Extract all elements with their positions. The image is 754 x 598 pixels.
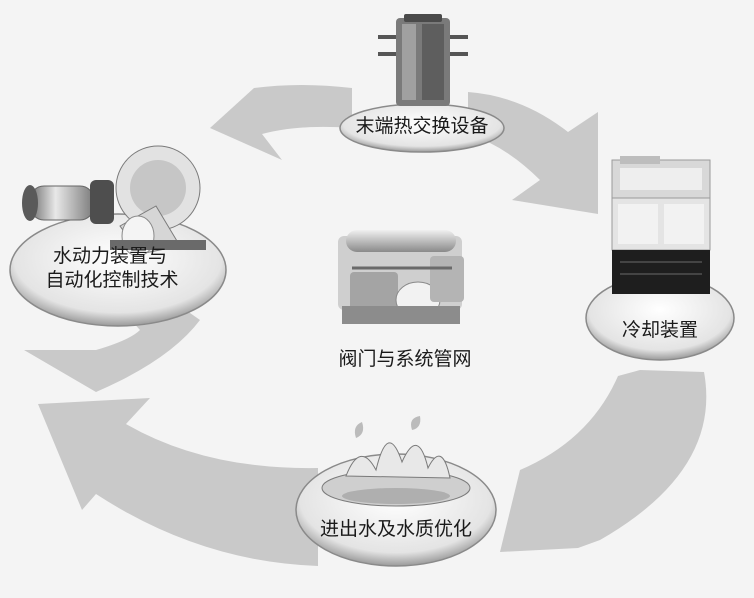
label-water-quality: 进出水及水质优化: [319, 518, 472, 540]
arrow-top-right: [468, 92, 598, 214]
pump-icon: [22, 145, 206, 257]
arrow-bottom-left: [38, 398, 318, 566]
pipe-network-icon: [338, 230, 464, 324]
left-node: [9, 145, 227, 327]
center-node: [338, 230, 464, 324]
label-cooling-device: 冷却装置: [621, 319, 698, 341]
water-splash-icon: [321, 416, 471, 507]
arrow-top-left: [210, 85, 352, 160]
label-valve-pipe-network: 阀门与系统管网: [338, 348, 472, 370]
label-hydrodynamic-line2: 自动化控制技术: [45, 269, 179, 291]
cycle-arrows: [24, 85, 707, 566]
arrow-left: [24, 306, 200, 392]
right-node: [585, 156, 735, 361]
heat-exchanger-icon: [378, 14, 468, 106]
top-node: [339, 14, 505, 153]
label-terminal-heat-exchange: 末端热交换设备: [355, 115, 489, 137]
arrow-right: [500, 370, 707, 552]
bottom-node: [295, 416, 497, 567]
label-hydrodynamic-line1: 水动力装置与: [52, 245, 167, 267]
cooling-tower-icon: [611, 156, 711, 294]
